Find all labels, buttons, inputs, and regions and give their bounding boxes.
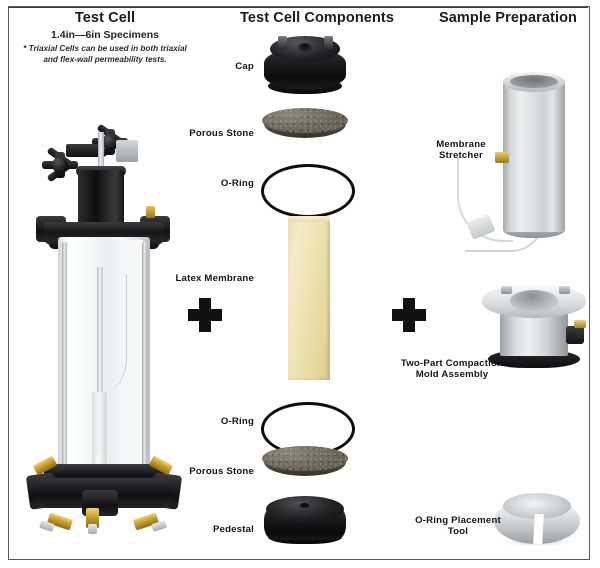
page-title-sample-preparation: Sample Preparation [439,10,577,26]
component-label-latex-membrane: Latex Membrane [175,273,254,284]
porous-stone-icon [262,108,348,140]
component-label-o-ring-top: O-Ring [220,178,254,189]
label-line-2: Tool [447,526,469,538]
label-line-2: Mold Assembly [415,369,489,381]
latex-membrane-icon [288,218,330,380]
cross-bar [66,144,104,157]
sample-prep-label-o-ring-placement-tool: O-Ring Placement Tool [400,515,516,538]
latex-membrane-top-edge [288,216,330,222]
internal-loading-rod [97,267,103,452]
triaxial-test-cell-figure [18,92,190,534]
o-ring-icon [261,164,355,218]
tie-rod-left [62,242,67,474]
test-cell-footnote: * Triaxial Cells can be used in both tri… [23,44,187,64]
cap-icon [262,34,348,96]
component-label-porous-stone-top: Porous Stone [189,128,254,139]
sample-prep-label-compaction-mold: Two-Part Compaction Mold Assembly [386,358,518,381]
porous-stone-icon [262,446,348,478]
quick-connect-fitting [88,524,97,534]
component-label-o-ring-bottom: O-Ring [220,416,254,427]
internal-tube [92,392,107,464]
component-label-pedestal: Pedestal [212,524,254,535]
label-line-1: Membrane [436,139,486,150]
page-title-test-cell-components: Test Cell Components [240,10,394,26]
label-line-1: O-Ring Placement [415,515,501,526]
o-ring-placement-tool-icon [494,492,580,554]
valve-knob-icon [92,123,128,160]
internal-tubing [104,274,127,392]
membrane-stretcher-icon [457,70,573,260]
component-label-cap: Cap [235,61,254,72]
page-title-test-cell: Test Cell [74,10,136,26]
tie-rod-right [142,242,147,474]
brass-fitting [146,206,155,218]
top-bracket [116,140,138,162]
pedestal-icon [262,496,348,546]
component-label-porous-stone-bottom: Porous Stone [189,466,254,477]
label-line-1: Two-Part Compaction [400,358,504,369]
piston-stem [98,132,104,176]
plus-operator-icon [188,298,222,332]
brass-valve-fitting [86,508,99,528]
cell-top-block [78,170,124,228]
test-cell-subtitle: 1.4in—6in Specimens [51,29,159,41]
top-rule [8,6,588,8]
compaction-mold-icon [482,276,586,372]
sample-prep-label-membrane-stretcher: Membrane Stretcher [418,139,504,162]
plus-operator-icon [392,298,426,332]
label-line-2: Stretcher [439,150,483,162]
valve-knob-icon [42,146,78,183]
